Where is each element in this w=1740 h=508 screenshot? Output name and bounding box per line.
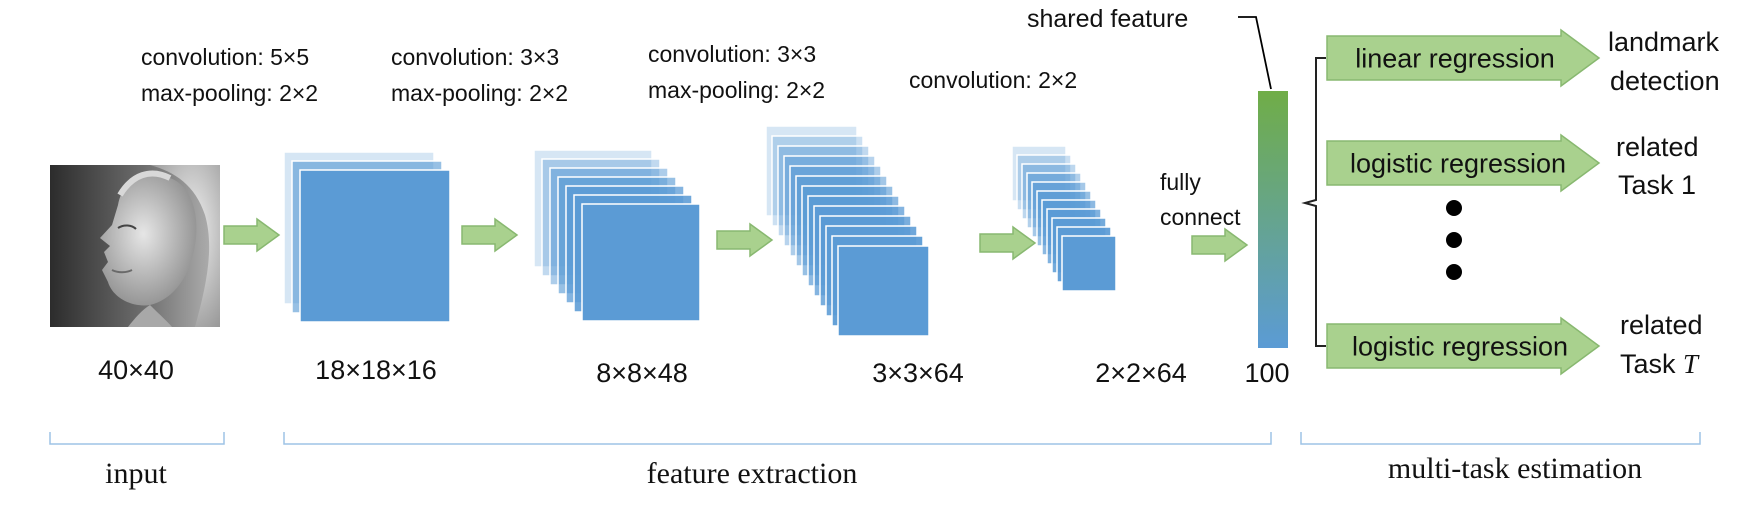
stage-4-map [1061, 235, 1117, 292]
stage-2-map [581, 203, 701, 322]
input-bracket [49, 432, 225, 445]
stage-2-arrow [716, 222, 774, 258]
stage-1-map [299, 169, 451, 323]
stage-2-op1: convolution: 3×3 [391, 44, 560, 70]
stage-3-map [837, 245, 930, 337]
stage-2-size: 8×8×48 [596, 358, 688, 388]
fully-connect-line1: fully [1160, 169, 1201, 195]
stage-3-op1: convolution: 3×3 [648, 41, 817, 67]
task-3-output-word: Task [1620, 349, 1676, 379]
multi-task-bracket [1300, 432, 1701, 445]
task-1-output-line1: landmark [1608, 27, 1720, 57]
task-3-box-label: logistic regression [1351, 331, 1569, 362]
stage-3-size: 3×3×64 [872, 358, 964, 388]
task-1-box-label: linear regression [1355, 43, 1555, 74]
input-arrow [223, 217, 281, 253]
stage-3-arrow [979, 225, 1037, 261]
stage-3-op2: max-pooling: 2×2 [648, 77, 826, 103]
task-3-box [1326, 316, 1601, 376]
task-brace [1301, 57, 1326, 347]
input-face-image [50, 165, 220, 327]
task-2-output-line1: related [1616, 132, 1699, 162]
task-3-output-var: T [1683, 349, 1699, 379]
ellipsis-dot [1446, 264, 1462, 280]
stage-4-op1: convolution: 2×2 [909, 67, 1078, 93]
stage-2-op2: max-pooling: 2×2 [391, 80, 569, 106]
task-1-output-line2: detection [1610, 66, 1720, 96]
task-3-output-line2: Task T [1620, 347, 1698, 381]
ellipsis-dot [1446, 232, 1462, 248]
input-size-label: 40×40 [98, 355, 174, 385]
feature-extraction-label: feature extraction [646, 457, 858, 490]
stage-1-op1: convolution: 5×5 [141, 44, 310, 70]
shared-feature-size: 100 [1244, 358, 1290, 388]
fully-connect-arrow [1191, 227, 1249, 263]
task-3-output-line1: related [1620, 310, 1703, 340]
task-2-output-line2: Task 1 [1618, 170, 1697, 200]
shared-feature-label: shared feature [1027, 5, 1189, 33]
task-2-box [1326, 133, 1601, 193]
stage-1-arrow [461, 217, 519, 253]
shared-feature-pointer [1238, 16, 1272, 90]
shared-feature-bar [1258, 91, 1288, 348]
input-group-label: input [105, 457, 167, 490]
task-2-box-label: logistic regression [1349, 148, 1567, 179]
ellipsis-dot [1446, 200, 1462, 216]
fully-connect-line2: connect [1160, 204, 1241, 230]
stage-4-size: 2×2×64 [1095, 358, 1187, 388]
multi-task-label: multi-task estimation [1387, 452, 1643, 485]
feature-extraction-bracket [283, 432, 1272, 445]
stage-1-size: 18×18×16 [315, 355, 437, 385]
stage-1-op2: max-pooling: 2×2 [141, 80, 319, 106]
task-1-box [1326, 28, 1601, 88]
